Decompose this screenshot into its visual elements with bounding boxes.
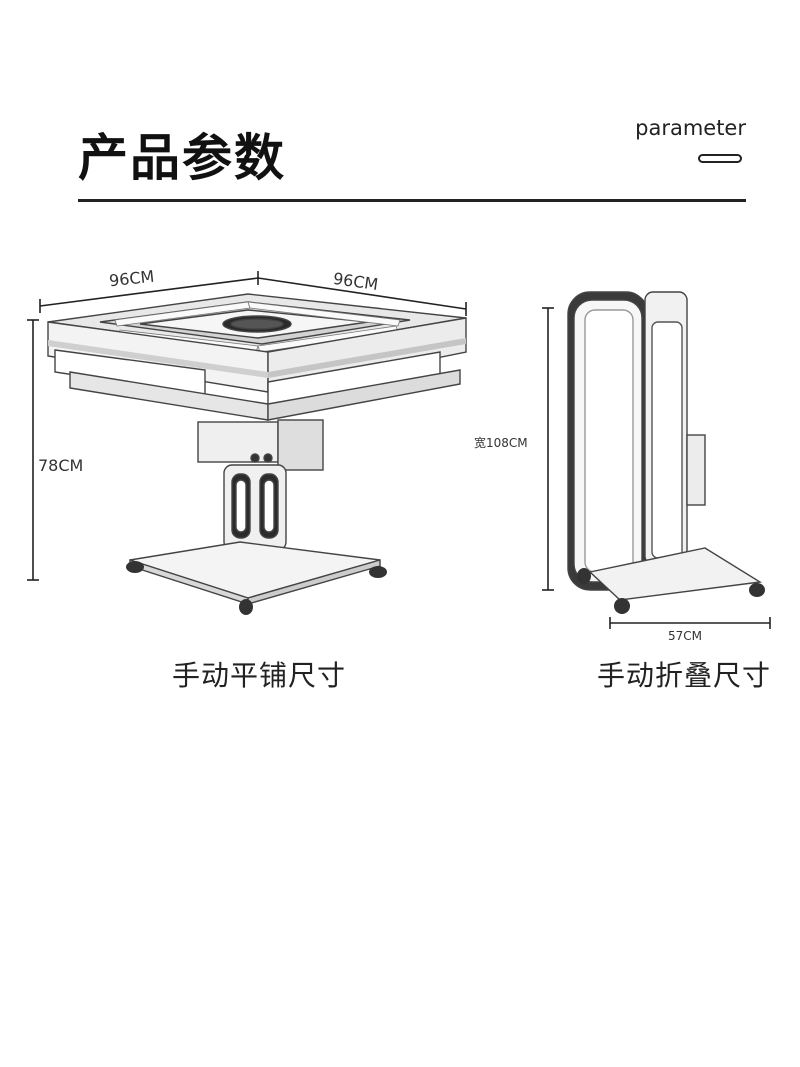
folded-view-caption: 手动折叠尺寸 [597,659,772,692]
flat-table-illustration [47,293,467,615]
folded-depth-label: 57CM [668,629,703,643]
folded-table-illustration [567,291,765,614]
folded-height-label: 宽108CM [474,436,528,450]
header-divider [78,199,746,202]
page-title: 产品参数 [78,129,286,187]
flat-height-label: 78CM [38,456,84,475]
flat-view-caption: 手动平铺尺寸 [172,659,347,692]
pill-decoration-icon [698,154,742,163]
subtitle-en: parameter [635,116,746,140]
dimension-lines [27,271,771,629]
